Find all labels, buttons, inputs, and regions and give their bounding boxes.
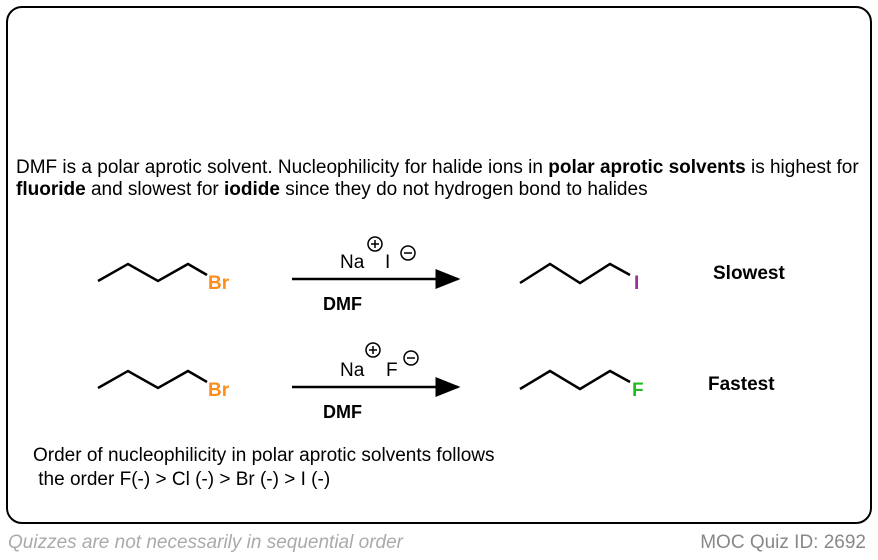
iodine-label: I — [634, 273, 639, 294]
solvent-label: DMF — [323, 402, 362, 422]
order-statement: Order of nucleophilicity in polar aproti… — [33, 444, 495, 492]
bold-term: fluoride — [16, 179, 86, 200]
footer-note: Quizzes are not necessarily in sequentia… — [8, 532, 403, 553]
text: since they do not hydrogen bond to halid… — [279, 179, 648, 200]
reaction-2: Br Na F DMF F Fastest — [97, 342, 775, 422]
bromine-label: Br — [208, 380, 230, 401]
order-line-1: Order of nucleophilicity in polar aproti… — [33, 445, 495, 466]
anion-label: F — [386, 360, 398, 381]
bold-term: polar aprotic solvents — [548, 157, 746, 178]
butyl-chain — [97, 262, 208, 283]
butyl-chain — [97, 369, 208, 390]
butyl-chain — [519, 369, 631, 391]
rate-label: Slowest — [713, 263, 785, 284]
solvent-label: DMF — [323, 294, 362, 314]
bold-term: iodide — [224, 179, 280, 200]
card-frame — [6, 6, 872, 524]
text: is highest for — [745, 157, 859, 178]
fluorine-label: F — [632, 380, 644, 401]
butyl-chain — [519, 262, 631, 285]
explanation-text: DMF is a polar aprotic solvent. Nucleoph… — [16, 157, 876, 201]
negative-charge-icon — [403, 350, 419, 366]
negative-charge-icon — [400, 245, 416, 261]
reaction-1: Br Na I DMF I Slowest — [97, 236, 785, 314]
anion-label: I — [385, 252, 390, 273]
bromine-label: Br — [208, 273, 230, 294]
quiz-id: MOC Quiz ID: 2692 — [700, 532, 866, 553]
positive-charge-icon — [365, 342, 381, 358]
text: DMF is a polar aprotic solvent. Nucleoph… — [16, 157, 549, 178]
cation-label: Na — [340, 360, 365, 381]
positive-charge-icon — [367, 236, 383, 252]
order-line-2: the order F(-) > Cl (-) > Br (-) > I (-) — [33, 469, 331, 490]
text: and slowest for — [85, 179, 225, 200]
cation-label: Na — [340, 252, 365, 273]
rate-label: Fastest — [708, 374, 775, 395]
